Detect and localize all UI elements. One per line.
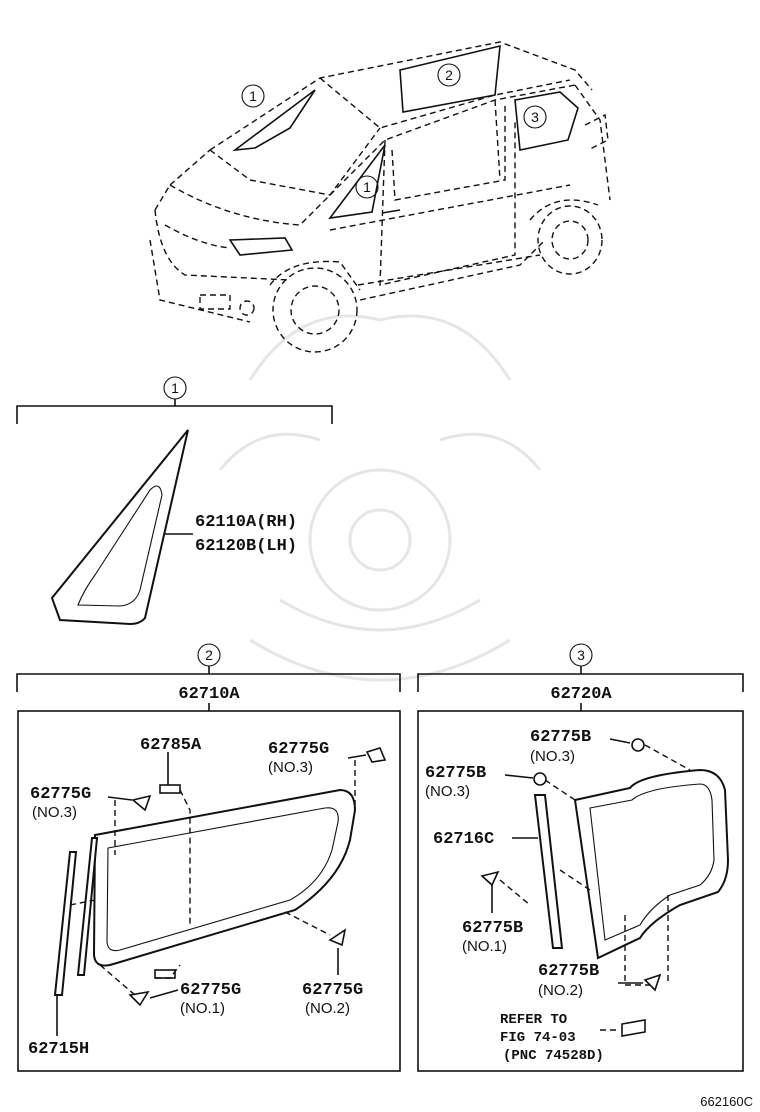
svg-text:2: 2 <box>445 67 453 83</box>
car-callout-1a: 1 <box>241 84 265 108</box>
svg-text:(NO.2): (NO.2) <box>305 1000 350 1017</box>
refer-to-line3: (PNC 74528D) <box>503 1048 604 1064</box>
figure-code: 662160C <box>700 1094 753 1109</box>
svg-text:(NO.2): (NO.2) <box>538 982 583 999</box>
car-callout-2: 2 <box>437 63 461 87</box>
svg-text:(NO.3): (NO.3) <box>32 804 77 821</box>
watermark-emblem <box>218 314 542 682</box>
part-62785A: 62785A <box>140 736 202 755</box>
part-62775B-no1: 62775B <box>462 919 523 938</box>
car-callout-3: 3 <box>523 105 547 129</box>
svg-text:(NO.1): (NO.1) <box>462 938 507 955</box>
car-illustration <box>149 41 611 353</box>
part-62710A: 62710A <box>178 685 240 704</box>
car-callout-1b: 1 <box>355 175 379 199</box>
part-62775B-no2: 62775B <box>538 962 599 981</box>
part-62775G-no3-left: 62775G <box>30 785 91 804</box>
svg-text:3: 3 <box>531 109 539 125</box>
clip-icon <box>480 738 662 1037</box>
quarter-glass <box>50 429 189 626</box>
svg-text:2: 2 <box>205 647 213 663</box>
part-62120B: 62120B(LH) <box>195 537 297 556</box>
refer-to-line2: FIG 74-03 <box>500 1030 576 1046</box>
svg-text:(NO.1): (NO.1) <box>180 1000 225 1017</box>
group3-section: 3 62720A 62775B (NO.3) 62775B <box>417 643 744 1072</box>
part-62716C: 62716C <box>433 830 494 849</box>
part-62775B-no3-left: 62775B <box>425 764 486 783</box>
svg-text:1: 1 <box>363 179 371 195</box>
part-62110A: 62110A(RH) <box>195 513 297 532</box>
part-62775G-no1: 62775G <box>180 981 241 1000</box>
svg-text:(NO.3): (NO.3) <box>425 783 470 800</box>
part-62775B-no3-top: 62775B <box>530 728 591 747</box>
svg-text:1: 1 <box>171 380 179 396</box>
svg-text:(NO.3): (NO.3) <box>268 759 313 776</box>
svg-text:1: 1 <box>249 88 257 104</box>
svg-text:3: 3 <box>577 647 585 663</box>
part-62720A: 62720A <box>550 685 612 704</box>
group2-section: 2 62710A 62785A 62775G <box>16 643 401 1072</box>
refer-to-line1: REFER TO <box>500 1012 567 1028</box>
svg-text:(NO.3): (NO.3) <box>530 748 575 765</box>
part-62775G-no3-right: 62775G <box>268 740 329 759</box>
group1-section: 1 62110A(RH) 62120B(LH) <box>16 376 333 626</box>
clip-icon <box>128 747 387 1007</box>
part-62715H: 62715H <box>28 1040 89 1059</box>
part-62775G-no2: 62775G <box>302 981 363 1000</box>
